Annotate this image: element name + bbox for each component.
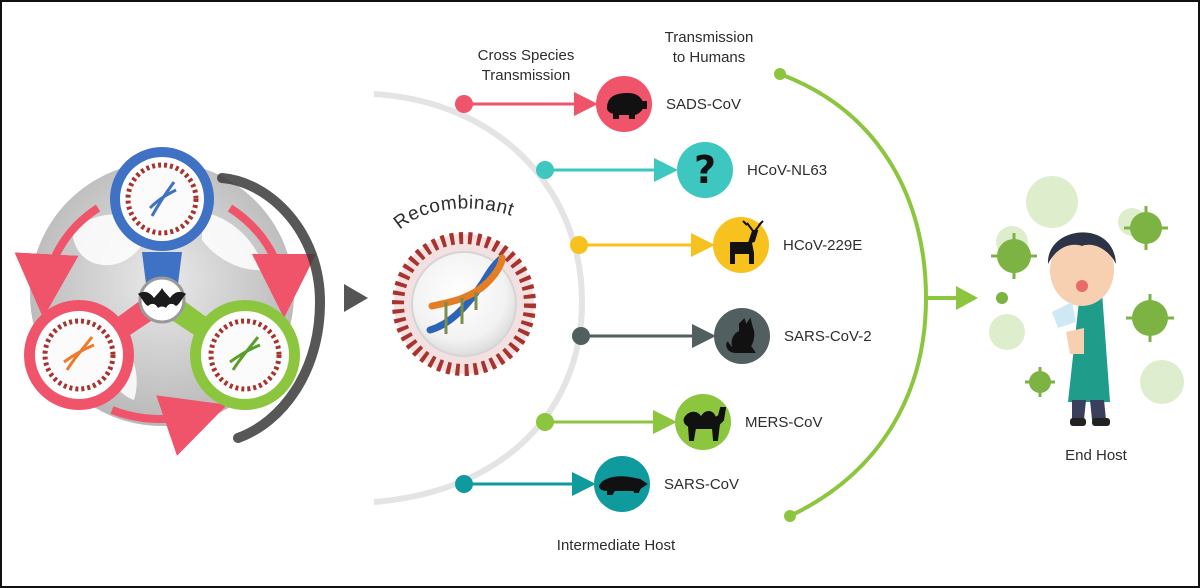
germ-spikes (991, 206, 1174, 397)
origin-dot (455, 475, 473, 493)
cross-species-label-line1: Cross Species (478, 47, 575, 64)
outer-arc (217, 173, 326, 443)
virus-row: ? HCoV-NL63 (536, 142, 827, 198)
camel-icon (683, 407, 727, 441)
end-host-label: End Host (1065, 447, 1128, 464)
cycle-arrow (227, 204, 316, 318)
virus-name-label: SARS-CoV (664, 476, 739, 493)
dna-icon (229, 336, 261, 371)
virus-name-label: MERS-CoV (745, 414, 823, 431)
host-badge (677, 142, 733, 198)
bat-reservoir-cycle (14, 147, 368, 456)
dna-icon (426, 254, 506, 334)
to-humans-label-line1: Transmission (665, 29, 754, 46)
right-arrow-icon (344, 284, 368, 312)
cat-icon (726, 317, 756, 353)
origin-dot (570, 236, 588, 254)
origin-dot (572, 327, 590, 345)
human-transmission-arc (774, 68, 978, 522)
cycle-arrow (110, 395, 228, 456)
virus-name-label: SARS-CoV-2 (784, 328, 872, 345)
virus-name-label: SADS-CoV (666, 96, 741, 113)
intermediate-arc (373, 91, 586, 505)
virus-row: SARS-CoV (455, 456, 739, 512)
cross-species-label-line2: Transmission (482, 67, 571, 84)
continent-shape (202, 212, 264, 271)
virus-name-label: HCoV-229E (783, 237, 862, 254)
virus-row: SADS-CoV (455, 76, 741, 132)
virus-name-label: HCoV-NL63 (747, 162, 827, 179)
origin-dot (455, 95, 473, 113)
origin-dot (536, 413, 554, 431)
dna-icon (148, 181, 177, 217)
deer-icon (730, 220, 764, 264)
to-humans-label-line2: to Humans (673, 49, 746, 66)
dna-icon (63, 336, 95, 371)
virus-row: MERS-CoV (536, 394, 823, 450)
intermediate-host-label: Intermediate Host (557, 537, 676, 554)
cycle-arrow (14, 204, 101, 318)
end-host-illustration (989, 176, 1184, 426)
origin-dot (536, 161, 554, 179)
virus-row: HCoV-229E (570, 217, 862, 273)
bat-icon (138, 288, 186, 308)
virus-row: SARS-CoV-2 (572, 308, 872, 364)
civet-icon (598, 476, 648, 495)
right-arrow-icon (956, 286, 978, 310)
question-mark-icon: ? (694, 148, 716, 192)
sneezing-person-icon (1047, 232, 1116, 426)
pig-icon (606, 92, 647, 119)
